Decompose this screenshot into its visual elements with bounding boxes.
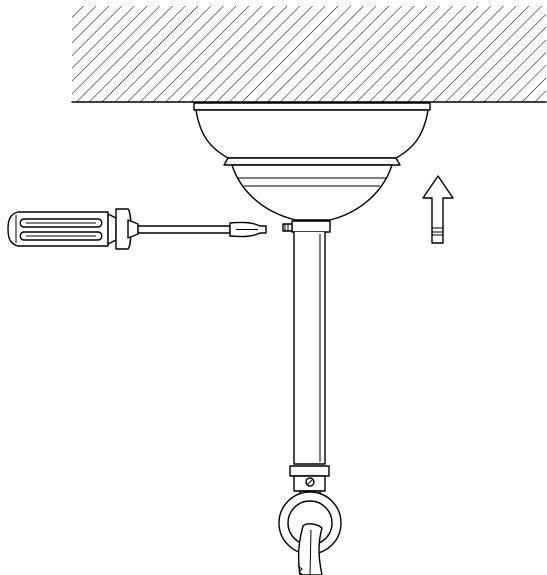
set-screw-icon (282, 220, 331, 233)
power-cable-icon (297, 523, 323, 575)
push-up-arrow-icon (422, 175, 454, 244)
downrod-icon (289, 231, 330, 501)
ceiling-canopy-icon (193, 102, 431, 221)
screwdriver-icon (7, 208, 267, 250)
hatched-ceiling-icon (71, 6, 547, 103)
